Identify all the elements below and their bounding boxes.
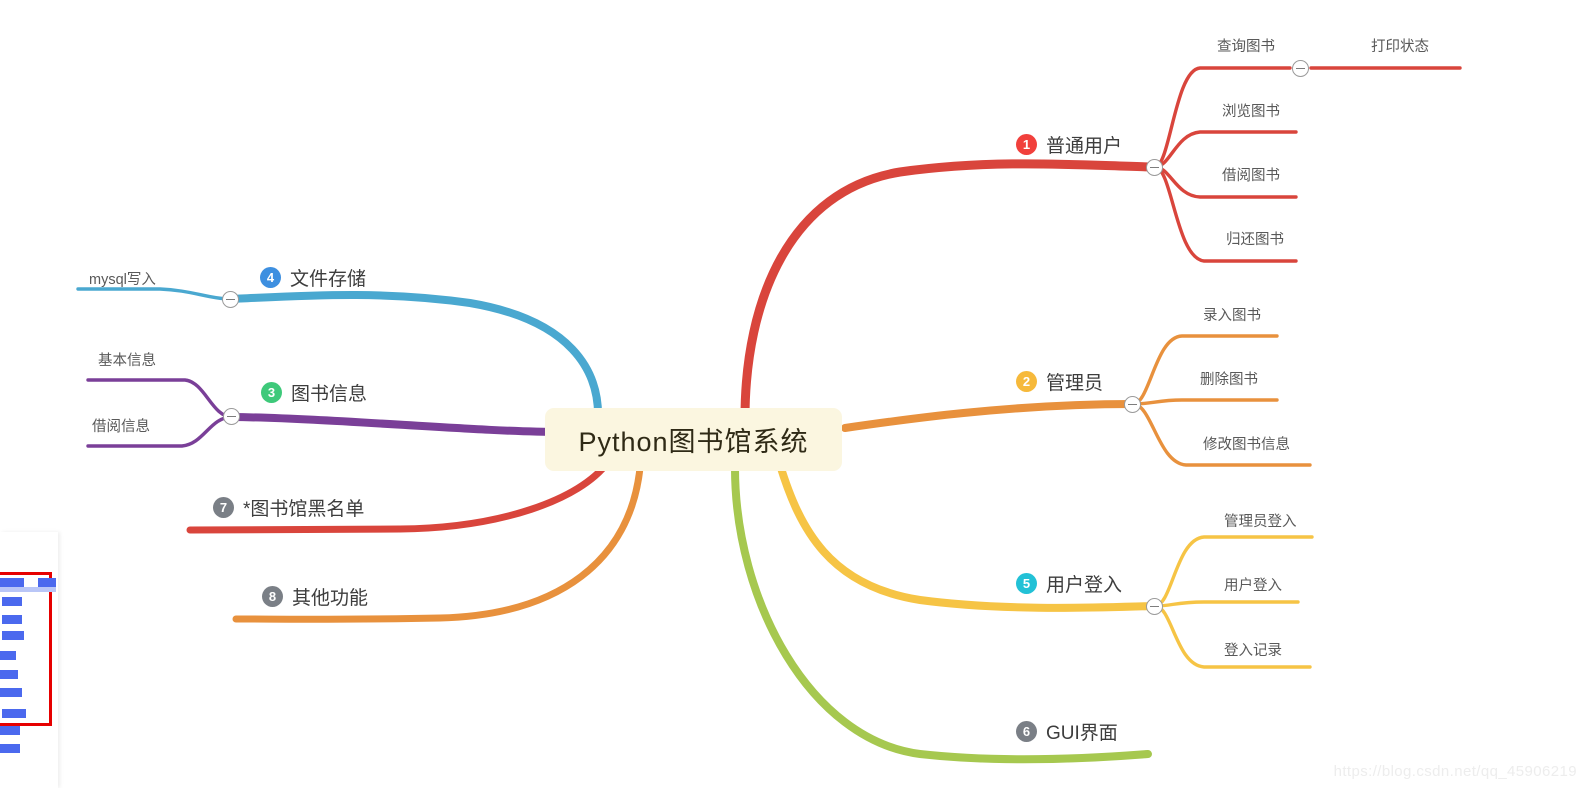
leaf-query-book[interactable]: 查询图书 xyxy=(1217,39,1275,55)
branch-badge-2: 2 xyxy=(1016,371,1037,392)
branch-label-gui: GUI界面 xyxy=(1046,723,1118,744)
branch-label-blacklist: *图书馆黑名单 xyxy=(243,499,365,520)
branch-other[interactable]: 8 其他功能 xyxy=(262,583,368,610)
branch-normal-user[interactable]: 1 普通用户 xyxy=(1016,131,1122,158)
branch-file-storage[interactable]: 4 文件存储 xyxy=(260,264,366,291)
center-node[interactable]: Python图书馆系统 xyxy=(545,408,842,471)
subline-mysql-write xyxy=(76,287,233,301)
leaf-borrow-info[interactable]: 借阅信息 xyxy=(92,419,150,435)
red-annotation-box xyxy=(0,572,52,726)
branch-line-other xyxy=(232,464,644,623)
branch-line-gui xyxy=(731,464,1152,764)
toggle-query-book[interactable] xyxy=(1292,60,1309,77)
subline-delete-book xyxy=(1131,398,1279,406)
branch-badge-8: 8 xyxy=(262,586,283,607)
leaf-login-record[interactable]: 登入记录 xyxy=(1224,643,1282,659)
text-highlight xyxy=(0,744,20,753)
text-highlight xyxy=(0,688,22,697)
branch-badge-4: 4 xyxy=(260,267,281,288)
toggle-admin[interactable] xyxy=(1124,396,1141,413)
branch-admin[interactable]: 2 管理员 xyxy=(1016,368,1103,395)
text-highlight xyxy=(2,631,24,640)
text-highlight xyxy=(2,709,26,718)
leaf-delete-book[interactable]: 删除图书 xyxy=(1200,372,1258,388)
leaf-admin-login[interactable]: 管理员登入 xyxy=(1224,514,1297,530)
left-document-panel[interactable] xyxy=(0,532,58,788)
branch-label-file-storage: 文件存储 xyxy=(290,269,367,290)
branch-line-user-login xyxy=(776,461,1159,612)
subline-admin-login xyxy=(1153,535,1314,608)
watermark-text: https://blog.csdn.net/qq_45906219 xyxy=(1333,763,1577,780)
branch-line-blacklist xyxy=(186,458,612,534)
text-highlight xyxy=(0,651,16,660)
branch-line-admin xyxy=(841,400,1137,432)
subline-basic-info xyxy=(86,378,234,419)
leaf-mysql-write[interactable]: mysql写入 xyxy=(89,272,156,288)
leaf-basic-info[interactable]: 基本信息 xyxy=(98,353,156,369)
text-highlight xyxy=(2,597,22,606)
leaf-user-login[interactable]: 用户登入 xyxy=(1224,578,1282,594)
leaf-browse-book[interactable]: 浏览图书 xyxy=(1222,104,1280,120)
leaf-print-status[interactable]: 打印状态 xyxy=(1371,39,1429,55)
branch-label-book-info: 图书信息 xyxy=(291,384,368,405)
branch-label-user-login: 用户登入 xyxy=(1046,575,1123,596)
branch-book-info[interactable]: 3 图书信息 xyxy=(261,379,367,406)
branch-label-other: 其他功能 xyxy=(292,588,369,609)
center-node-title: Python图书馆系统 xyxy=(578,427,809,457)
branch-badge-5: 5 xyxy=(1016,573,1037,594)
branch-label-normal-user: 普通用户 xyxy=(1046,136,1123,157)
leaf-borrow-book[interactable]: 借阅图书 xyxy=(1222,168,1280,184)
subline-browse-book xyxy=(1153,130,1298,169)
toggle-normal-user[interactable] xyxy=(1146,159,1163,176)
leaf-add-book[interactable]: 录入图书 xyxy=(1203,308,1261,324)
branch-blacklist[interactable]: 7 *图书馆黑名单 xyxy=(213,494,364,521)
branch-badge-3: 3 xyxy=(261,382,282,403)
toggle-user-login[interactable] xyxy=(1146,598,1163,615)
branch-label-admin: 管理员 xyxy=(1046,373,1104,394)
branch-badge-7: 7 xyxy=(213,497,234,518)
text-highlight xyxy=(38,578,56,587)
leaf-modify-book[interactable]: 修改图书信息 xyxy=(1203,437,1290,453)
leaf-return-book[interactable]: 归还图书 xyxy=(1226,232,1284,248)
branch-user-login[interactable]: 5 用户登入 xyxy=(1016,570,1122,597)
branch-badge-1: 1 xyxy=(1016,134,1037,155)
text-highlight xyxy=(0,670,18,679)
toggle-book-info[interactable] xyxy=(223,408,240,425)
text-highlight xyxy=(0,587,56,592)
text-highlight xyxy=(0,578,24,587)
branch-line-normal-user xyxy=(740,159,1160,423)
branch-badge-6: 6 xyxy=(1016,721,1037,742)
subline-user-login xyxy=(1153,600,1300,608)
branch-gui[interactable]: 6 GUI界面 xyxy=(1016,718,1118,745)
branch-line-file-storage xyxy=(227,291,603,424)
branch-line-book-info xyxy=(228,413,564,436)
toggle-file-storage[interactable] xyxy=(222,291,239,308)
text-highlight xyxy=(0,726,20,735)
text-highlight xyxy=(2,615,22,624)
